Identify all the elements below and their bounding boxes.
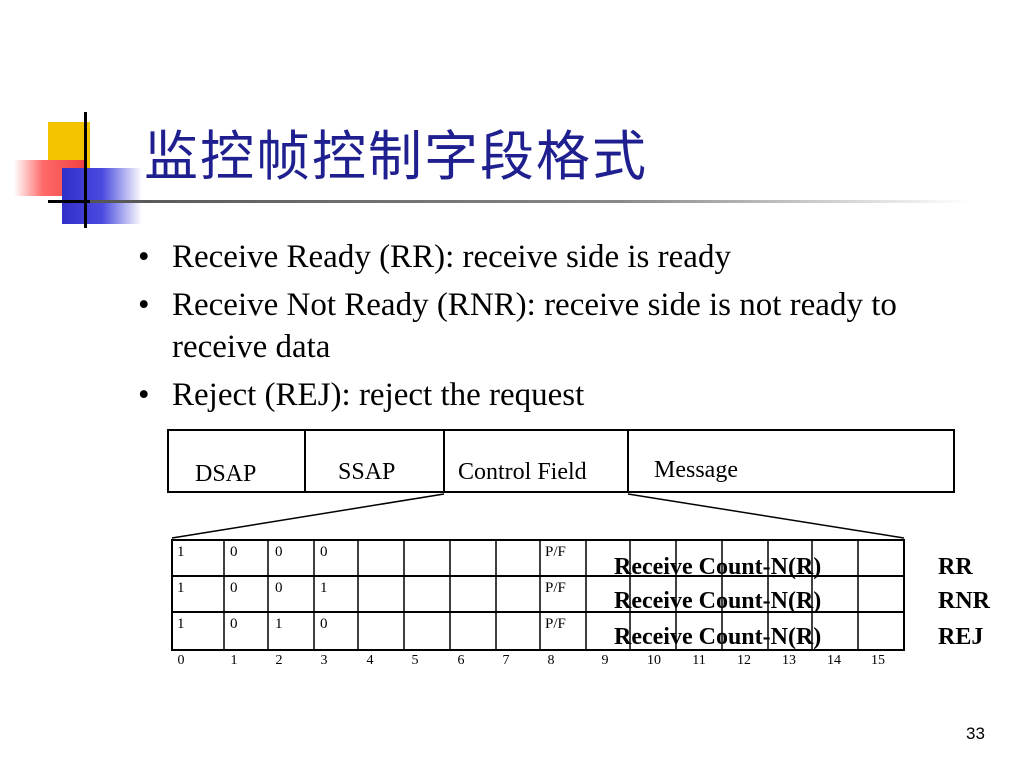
frame-field-ssap: SSAP <box>338 459 395 485</box>
bit-cell: 1 <box>177 544 185 560</box>
pf-cell: P/F <box>545 544 566 560</box>
bullet-text: Reject (REJ): reject the request <box>172 377 585 413</box>
logo-blue-square <box>62 168 142 224</box>
table-row: 1 0 1 0 P/F Receive Count-N(R) REJ <box>177 616 983 650</box>
bit-position-label: 15 <box>871 653 885 668</box>
bullet-text: Receive Ready (RR): receive side is read… <box>172 239 731 275</box>
bit-cell: 0 <box>230 544 238 560</box>
bullet-dot-icon: • <box>138 239 150 275</box>
bullet-item: • Receive Not Ready (RNR): receive side i… <box>138 284 978 368</box>
receive-count-label: Receive Count-N(R) <box>614 588 821 614</box>
bullet-text: Receive Not Ready (RNR): receive side is… <box>172 287 897 365</box>
bit-position-label: 10 <box>647 653 661 668</box>
table-row: 1 0 0 1 P/F Receive Count-N(R) RNR <box>177 580 991 614</box>
bit-position-label: 6 <box>458 653 465 668</box>
bit-position-label: 11 <box>692 653 705 668</box>
bit-cell: 1 <box>275 616 283 632</box>
bit-cell: 0 <box>320 544 328 560</box>
bit-cell: 1 <box>320 580 328 596</box>
zoom-lines <box>171 493 905 539</box>
row-label-rr: RR <box>938 554 973 580</box>
table-row: 1 0 0 0 P/F Receive Count-N(R) RR <box>177 544 973 580</box>
bit-cell: 0 <box>320 616 328 632</box>
bit-position-label: 5 <box>412 653 419 668</box>
pf-cell: P/F <box>545 616 566 632</box>
bit-cell: 0 <box>230 616 238 632</box>
row-label-rej: REJ <box>938 624 983 650</box>
bit-position-label: 7 <box>503 653 510 668</box>
bullet-item: • Reject (REJ): reject the request <box>138 374 978 416</box>
bit-position-label: 14 <box>827 653 841 668</box>
bullet-list: • Receive Ready (RR): receive side is rea… <box>138 236 978 422</box>
pf-cell: P/F <box>545 580 566 596</box>
bit-position-label: 4 <box>367 653 374 668</box>
receive-count-label: Receive Count-N(R) <box>614 554 821 580</box>
title-underline <box>90 200 970 203</box>
frame-box <box>167 429 955 493</box>
bit-cell: 0 <box>275 580 283 596</box>
logo-vertical-line <box>84 112 87 228</box>
slide-title: 监控帧控制字段格式 <box>144 125 648 188</box>
bit-position-label: 1 <box>231 653 238 668</box>
bullet-item: • Receive Ready (RR): receive side is rea… <box>138 236 978 278</box>
bullet-dot-icon: • <box>138 287 150 323</box>
bit-position-label: 9 <box>602 653 609 668</box>
bit-position-label: 12 <box>737 653 751 668</box>
bit-position-label: 0 <box>178 653 185 668</box>
row-label-rnr: RNR <box>938 588 991 614</box>
page-number: 33 <box>966 724 985 743</box>
bit-cell: 0 <box>230 580 238 596</box>
frame-field-message: Message <box>654 457 738 483</box>
control-field-table <box>171 539 905 651</box>
bit-position-label: 2 <box>276 653 283 668</box>
frame-field-dsap: DSAP <box>195 461 256 487</box>
bit-cell: 1 <box>177 580 185 596</box>
bit-position-label: 8 <box>548 653 555 668</box>
frame-field-control: Control Field <box>458 459 587 485</box>
bit-position-labels: 0 1 2 3 4 5 6 7 8 9 10 11 12 13 14 15 <box>178 653 886 668</box>
bit-position-label: 3 <box>321 653 328 668</box>
bullet-dot-icon: • <box>138 377 150 413</box>
bit-cell: 1 <box>177 616 185 632</box>
bit-position-label: 13 <box>782 653 796 668</box>
bit-cell: 0 <box>275 544 283 560</box>
receive-count-label: Receive Count-N(R) <box>614 624 821 650</box>
